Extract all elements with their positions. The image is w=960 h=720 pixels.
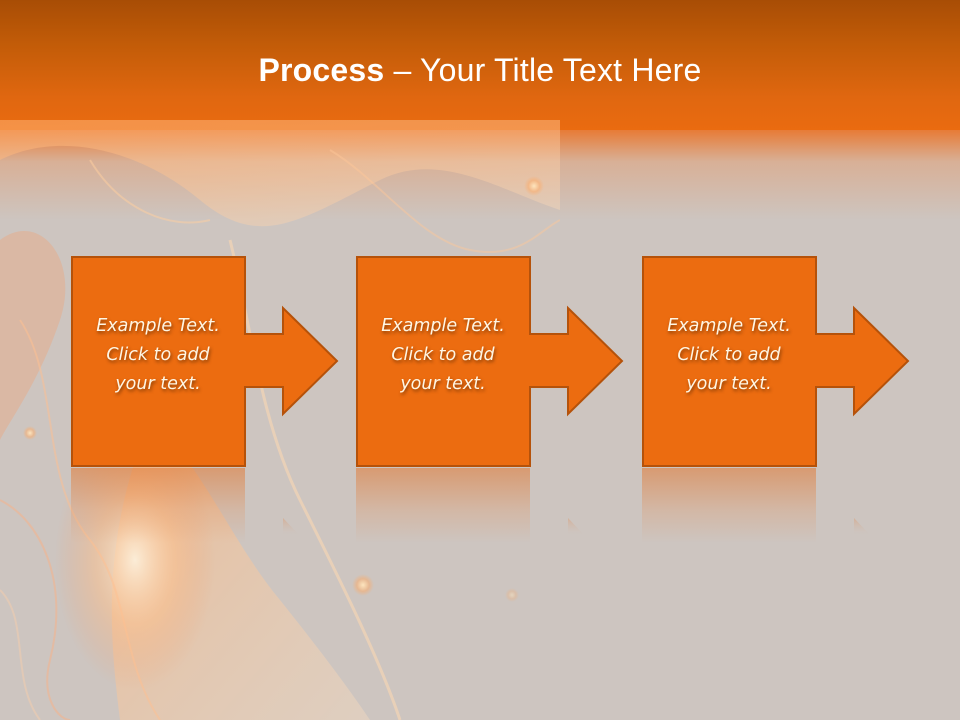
sparkle-decoration [524, 176, 544, 196]
step-2-text[interactable]: Example Text. Click to add your text. [356, 312, 530, 399]
slide-title[interactable]: Process – Your Title Text Here [0, 52, 960, 89]
header-bar [0, 0, 960, 130]
step-2-reflection [356, 468, 530, 543]
step-text-line: Example Text. [667, 316, 791, 336]
step-text-line: Click to add [677, 345, 781, 365]
step-1-text[interactable]: Example Text. Click to add your text. [71, 312, 245, 399]
step-3-reflection [642, 468, 816, 543]
step-text-line: Example Text. [96, 316, 220, 336]
title-rest-part: – Your Title Text Here [384, 52, 702, 88]
step-text-line: Click to add [106, 345, 210, 365]
box-arrow-shape [71, 256, 339, 467]
step-3-text[interactable]: Example Text. Click to add your text. [642, 312, 816, 399]
process-step-3[interactable]: Example Text. Click to add your text. [642, 256, 912, 468]
step-text-line: your text. [686, 374, 772, 394]
sparkle-decoration [352, 574, 374, 596]
sparkle-decoration [23, 426, 37, 440]
step-1-reflection [71, 468, 245, 543]
process-step-1[interactable]: Example Text. Click to add your text. [71, 256, 341, 468]
step-text-line: your text. [400, 374, 486, 394]
sparkle-decoration [505, 588, 519, 602]
title-bold-part: Process [258, 52, 385, 88]
step-text-line: Example Text. [381, 316, 505, 336]
step-text-line: your text. [115, 374, 201, 394]
process-step-2[interactable]: Example Text. Click to add your text. [356, 256, 626, 468]
step-text-line: Click to add [391, 345, 495, 365]
box-arrow-shape [356, 256, 624, 467]
box-arrow-shape [642, 256, 910, 467]
